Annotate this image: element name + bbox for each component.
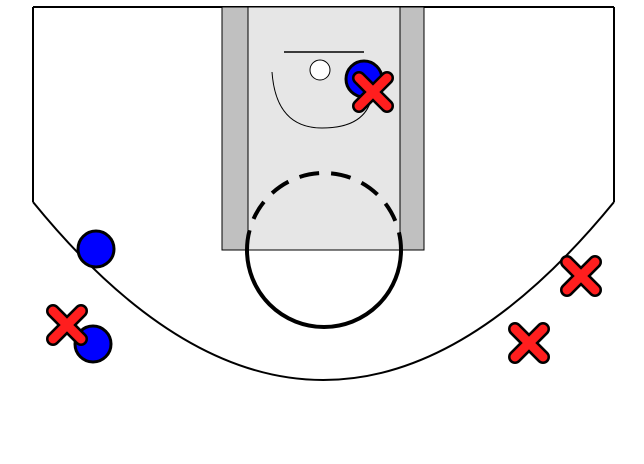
three-point-arc [32, 201, 615, 381]
free-throw-circle [245, 171, 403, 329]
rim [309, 59, 331, 81]
lane [221, 6, 425, 251]
defense-player-x-icon[interactable] [352, 71, 394, 113]
defense-player-x-icon[interactable] [560, 255, 602, 297]
defense-player-x-icon[interactable] [508, 322, 550, 364]
offense-player-circle[interactable] [76, 229, 116, 269]
defense-players [46, 71, 602, 364]
basket-area [271, 51, 373, 129]
restricted-area-arc [271, 71, 373, 129]
defense-player-x-icon[interactable] [46, 304, 88, 346]
lane-inner-paint [247, 6, 401, 251]
free-throw-circle-solid-bottom [245, 249, 403, 329]
free-throw-circle-dashed-top [245, 171, 403, 251]
